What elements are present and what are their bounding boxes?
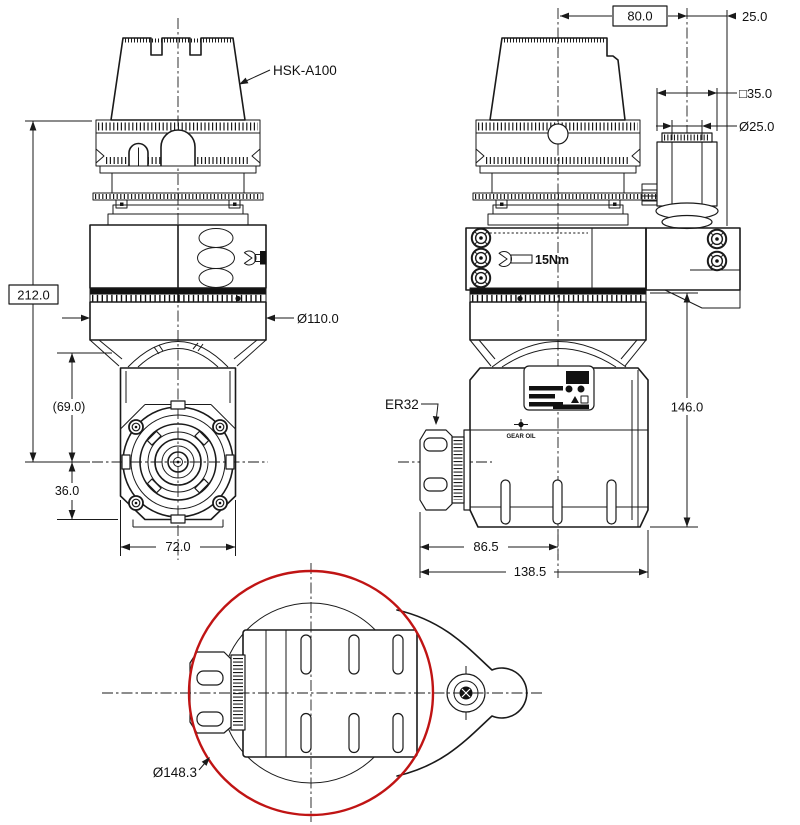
shank-label: HSK-A100 (239, 63, 337, 85)
ring-notch (170, 514, 186, 524)
scale-ring-band (470, 288, 646, 295)
nut-slot (423, 477, 448, 492)
body-slot (606, 479, 617, 525)
screw-icon (128, 419, 144, 435)
arm-screw (446, 666, 486, 720)
dim-end-offset-text: 25.0 (742, 9, 767, 24)
ring-notch (225, 454, 235, 470)
nut-slot (423, 437, 448, 452)
wrench-icon (243, 250, 267, 266)
screw-icon (706, 250, 728, 272)
dim-overall-height: 212.0 (8, 120, 92, 463)
front-view: HSK-A100 212.0 Ø110.0 (69.0 (8, 18, 339, 560)
dim-nose-drop: 36.0 (47, 462, 118, 520)
body-slot (300, 634, 312, 675)
bottom-body (242, 629, 418, 758)
swing-diameter-circle (187, 569, 435, 817)
front-flange (92, 119, 264, 226)
collet-label: ER32 (385, 397, 440, 425)
front-lower-body (89, 301, 267, 341)
grip-oval (197, 247, 235, 269)
grip-oval (198, 228, 234, 248)
collet-label-text: ER32 (385, 397, 419, 412)
dim-head-width: 72.0 (120, 500, 236, 556)
screw-icon (212, 419, 228, 435)
screw-icon (128, 495, 144, 511)
screw-icon (470, 267, 492, 289)
dim-nose-to-axis: 86.5 (419, 512, 559, 578)
nameplate (523, 365, 595, 411)
front-body (89, 224, 267, 303)
side-head: GEAR OIL (419, 365, 649, 528)
ring-notch (121, 454, 131, 470)
dim-axis-offset: (69.0) (46, 352, 112, 462)
drive-slot-arch (160, 129, 196, 166)
body-slot (500, 479, 511, 525)
er-collet-assembly (419, 429, 471, 511)
gear-oil-text: GEAR OIL (506, 434, 535, 440)
body-slot (300, 712, 312, 754)
flange-hole (547, 123, 569, 145)
dim-pin-offset-text: 80.0 (627, 9, 652, 24)
side-flange (472, 119, 665, 226)
body-slot (552, 479, 563, 525)
screw-icon (470, 247, 492, 269)
ring-slot (146, 430, 162, 446)
stop-block (645, 227, 741, 291)
swing-dia-label: Ø148.3 (153, 757, 210, 780)
dim-head-length: 146.0 (650, 292, 711, 528)
dim-overall-length-text: 138.5 (514, 564, 547, 579)
dim-block-square: □35.0 (656, 86, 772, 131)
screw-icon (470, 227, 492, 249)
body-slot (392, 634, 404, 675)
dim-body-dia-text: Ø110.0 (297, 311, 339, 326)
front-head (119, 367, 237, 528)
bottom-er-nut (189, 651, 246, 734)
side-view: 15Nm (385, 5, 774, 579)
dim-nose-drop-text: 36.0 (55, 484, 79, 498)
torque-label-text: 15Nm (535, 253, 569, 267)
ring-notch (170, 400, 186, 410)
nut-slot (196, 711, 224, 727)
dim-body-dia: Ø110.0 (62, 311, 339, 326)
swing-dia-text: Ø148.3 (153, 765, 197, 780)
front-transition (89, 339, 267, 368)
grip-oval (198, 268, 234, 288)
torque-pin (655, 132, 719, 230)
gear-oil-mark: GEAR OIL (506, 419, 536, 440)
dim-block-square-text: □35.0 (739, 86, 772, 101)
zero-marker (517, 295, 523, 302)
dim-axis-offset-text: (69.0) (53, 400, 86, 414)
body-slot (392, 712, 404, 754)
screw-icon (212, 495, 228, 511)
zero-marker (235, 295, 241, 302)
bottom-view: Ø148.3 (102, 563, 542, 822)
body-slot (348, 712, 360, 754)
dim-overall-height-text: 212.0 (17, 288, 50, 303)
torque-wrench-icon (498, 250, 533, 268)
nut-slot (196, 670, 224, 686)
dim-head-width-text: 72.0 (165, 539, 190, 554)
dim-nose-to-axis-text: 86.5 (473, 539, 498, 554)
screw-icon (706, 228, 728, 250)
ring-slot (194, 478, 210, 494)
side-body: 15Nm (465, 227, 741, 368)
dim-pin-offset: 80.0 (560, 5, 687, 27)
side-shank (489, 37, 626, 121)
dim-pin-dia: Ø25.0 (656, 119, 774, 140)
dim-end-offset: 25.0 (687, 9, 767, 226)
ring-slot (194, 430, 210, 446)
body-slot (348, 634, 360, 675)
shank-label-text: HSK-A100 (273, 63, 337, 78)
dim-pin-dia-text: Ø25.0 (739, 119, 774, 134)
dim-overall-length: 138.5 (420, 530, 649, 579)
stop-block-foot (664, 289, 741, 309)
dim-head-length-text: 146.0 (671, 400, 704, 415)
ring-slot (146, 478, 162, 494)
scale-ring-band (90, 288, 266, 295)
